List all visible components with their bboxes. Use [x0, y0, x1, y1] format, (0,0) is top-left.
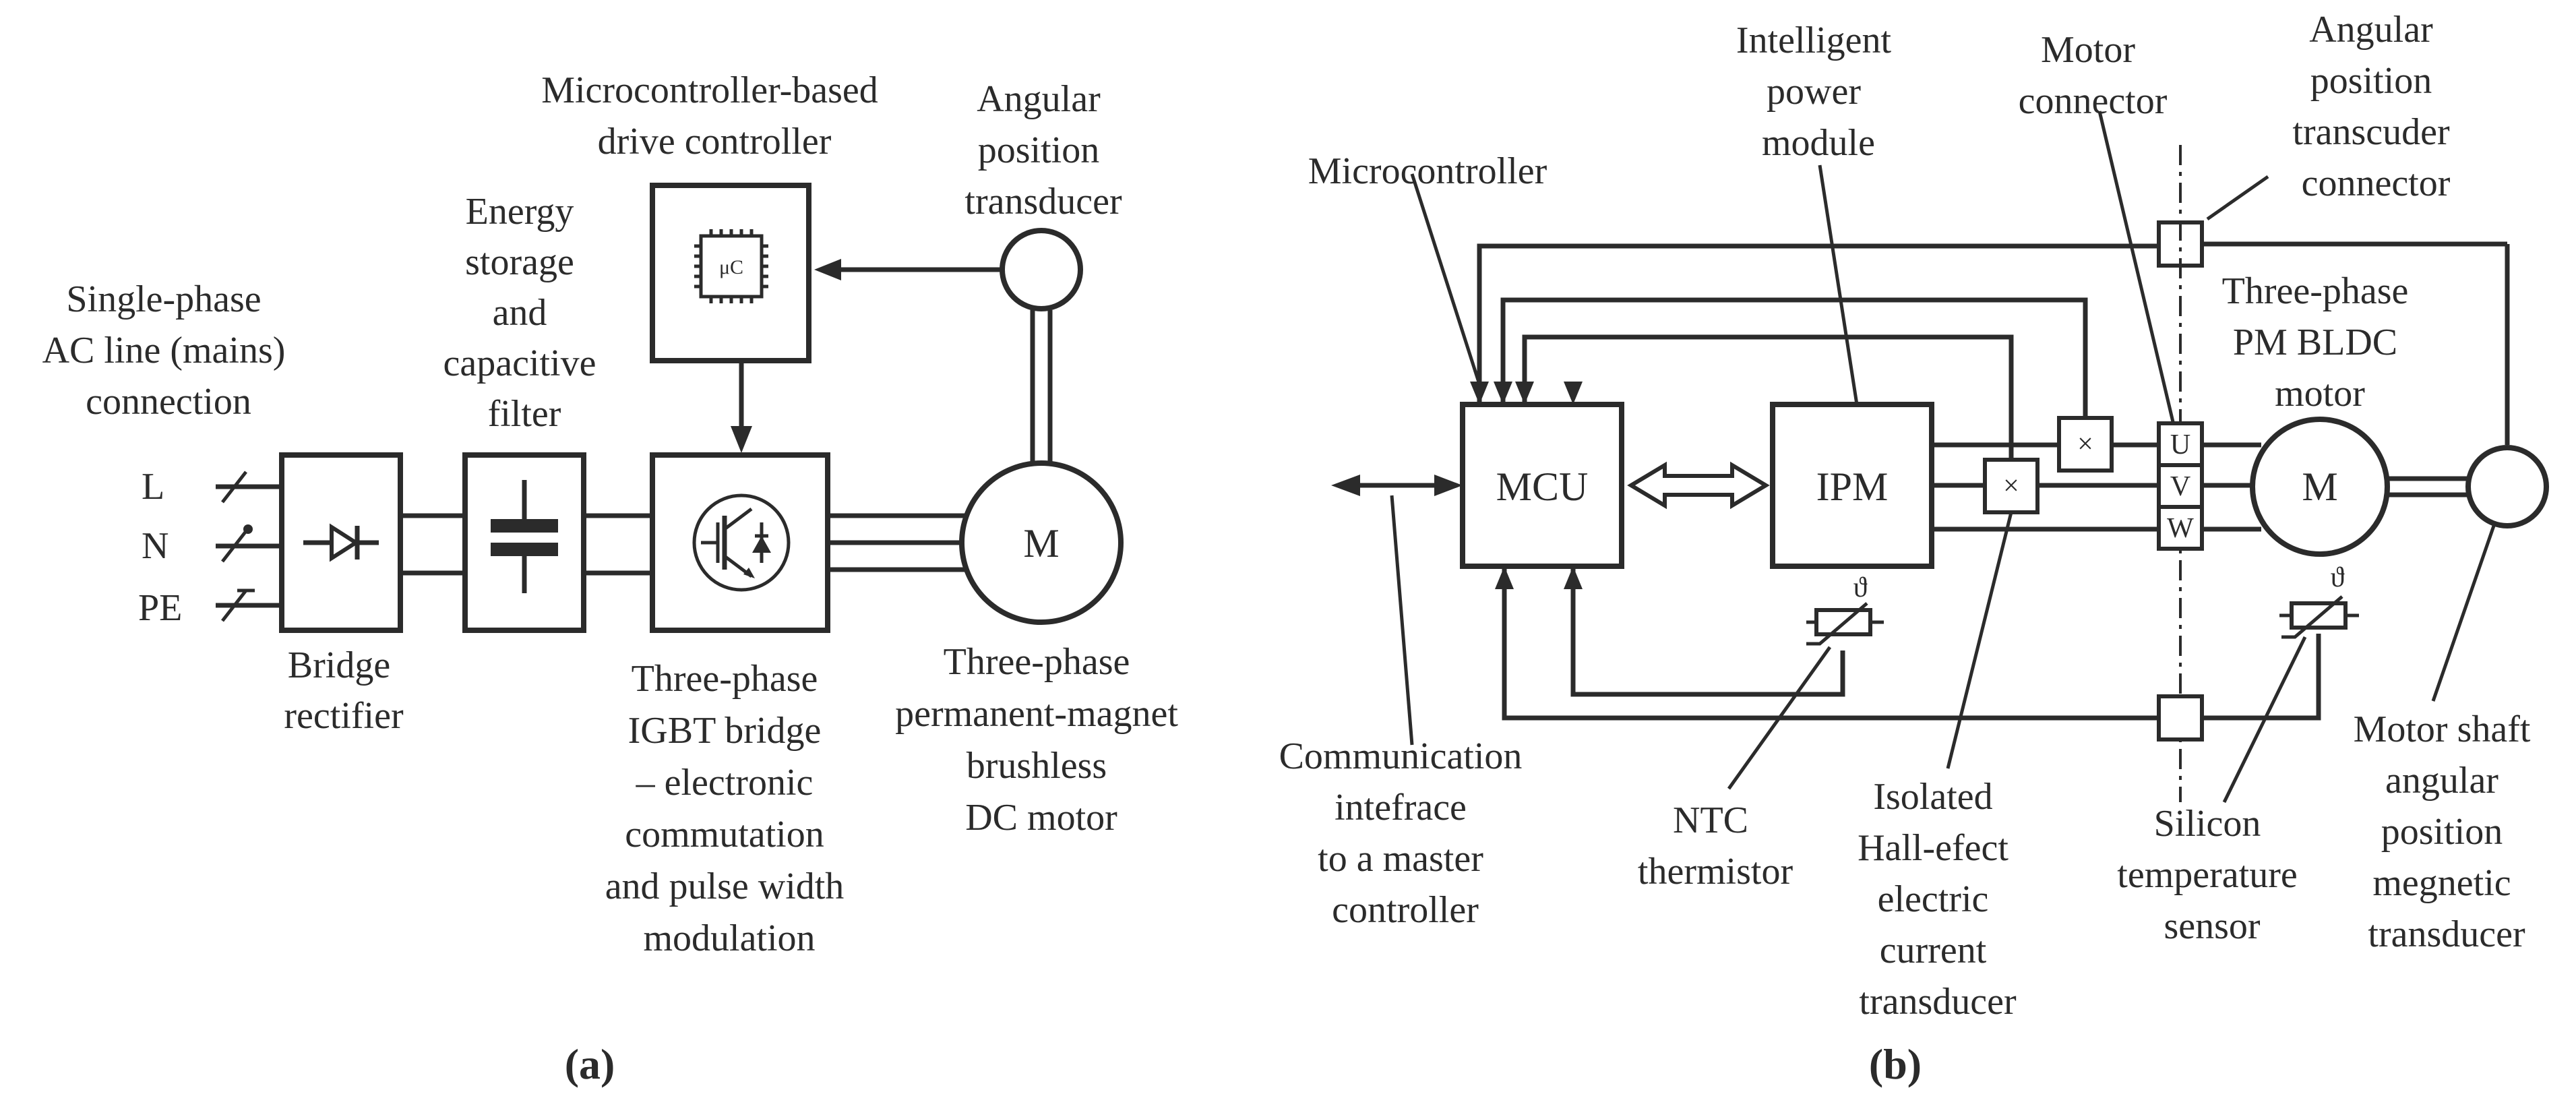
temperature-connector — [2157, 694, 2204, 742]
drive-controller-box — [650, 183, 811, 363]
motor-connector-label: Motor connector — [2019, 29, 2168, 122]
mcu-text: MCU — [1496, 464, 1589, 509]
microcontroller-label: Microcontroller — [1308, 150, 1547, 192]
pm-motor-circle — [959, 460, 1124, 625]
arrow-in-4 — [1564, 382, 1583, 404]
leader-hall — [1946, 512, 2013, 769]
shaft-transducer-circle — [2465, 445, 2549, 528]
capacitor-icon — [491, 480, 558, 593]
cross-icon: × — [2077, 429, 2093, 460]
leader-comm — [1390, 495, 1414, 746]
arrow-in-3 — [1515, 382, 1534, 404]
leader-silicon — [2222, 636, 2307, 804]
leader-ipm — [1818, 164, 1859, 405]
ntc-thermistor-icon — [1806, 602, 1884, 646]
caption-a: (a) — [565, 1040, 615, 1088]
pm-motor-label: Three-phase permanent-magnet brushless D… — [895, 641, 1188, 839]
panel-b: MCU IPM × × U V W — [1279, 9, 2549, 1088]
phase-w-label: W — [2167, 513, 2194, 544]
mcu-box — [1460, 402, 1624, 569]
microcontroller-chip-icon — [694, 229, 768, 303]
ap-connector-label: Angular position transcuder connector — [2292, 9, 2459, 204]
arrow-left-icon — [814, 259, 841, 280]
hall-sensor-top — [2057, 416, 2114, 473]
leader-microcontroller — [1410, 173, 1481, 385]
igbt-bridge-box — [650, 452, 830, 633]
phase-v-terminal — [2157, 463, 2204, 509]
mains-label: Single-phase AC line (mains) connection — [42, 278, 295, 423]
controller-label: Microcontroller-based drive controller — [541, 69, 888, 162]
silicon-sensor-label: Silicon temperature sensor — [2117, 803, 2306, 947]
hall-transducer-label: Isolated Hall-efect electric current tra… — [1858, 776, 2018, 1023]
motor-symbol-a: M — [1023, 521, 1059, 566]
phase-w-terminal — [2157, 505, 2204, 551]
arrow-in-2 — [1494, 382, 1512, 404]
motor-symbol-b: M — [2302, 464, 2337, 509]
ntc-label: NTC thermistor — [1638, 799, 1793, 893]
theta-silicon: ϑ — [2331, 562, 2345, 593]
arrow-up-2 — [1564, 566, 1583, 589]
shaft-transducer-label: Motor shaft angular position megnetic tr… — [2354, 708, 2540, 955]
angular-transducer-circle — [1000, 228, 1083, 311]
bldc-motor-circle — [2250, 417, 2390, 557]
phase-u-label: U — [2170, 429, 2190, 460]
igbt-bridge-label: Three-phase IGBT bridge – electronic com… — [605, 658, 854, 959]
terminal-pe: PE — [138, 587, 182, 629]
phase-v-label: V — [2170, 471, 2190, 502]
arrow-right-comm-icon — [1434, 475, 1463, 496]
terminal-l: L — [142, 466, 164, 508]
leader-ntc — [1727, 646, 1832, 790]
leader-shaft — [2431, 525, 2496, 702]
bidirectional-arrow-icon — [1627, 461, 1770, 510]
arrow-left-comm-icon — [1331, 475, 1360, 496]
leader-ap-connector — [2206, 175, 2269, 221]
arrow-down-icon — [731, 426, 752, 453]
bldc-motor-label: Three-phase PM BLDC motor — [2222, 270, 2418, 415]
ipm-label: Intelligent power module — [1736, 20, 1901, 164]
ipm-text: IPM — [1816, 464, 1889, 509]
cross-icon: × — [2003, 471, 2019, 502]
panel-a: Single-phase AC line (mains) connection … — [42, 69, 1188, 1088]
rectifier-label: Bridge rectifier — [284, 644, 404, 737]
igbt-transistor-icon — [692, 493, 791, 592]
silicon-sensor-icon — [2279, 595, 2359, 639]
diode-icon — [303, 523, 379, 562]
leader-motor-connector — [2097, 111, 2176, 425]
theta-ntc: ϑ — [1853, 572, 1868, 603]
chip-label: μC — [719, 256, 743, 278]
energy-storage-label: Energy storage and capacitive filter — [443, 191, 606, 435]
communication-label: Communication intefrace to a master cont… — [1279, 735, 1532, 931]
terminal-n: N — [142, 525, 168, 567]
angular-transducer-label: Angular position transducer — [964, 78, 1122, 222]
arrow-in-1 — [1470, 382, 1489, 404]
caption-b: (b) — [1869, 1040, 1922, 1088]
arrow-up-1 — [1495, 566, 1514, 589]
mains-lines — [216, 471, 282, 622]
